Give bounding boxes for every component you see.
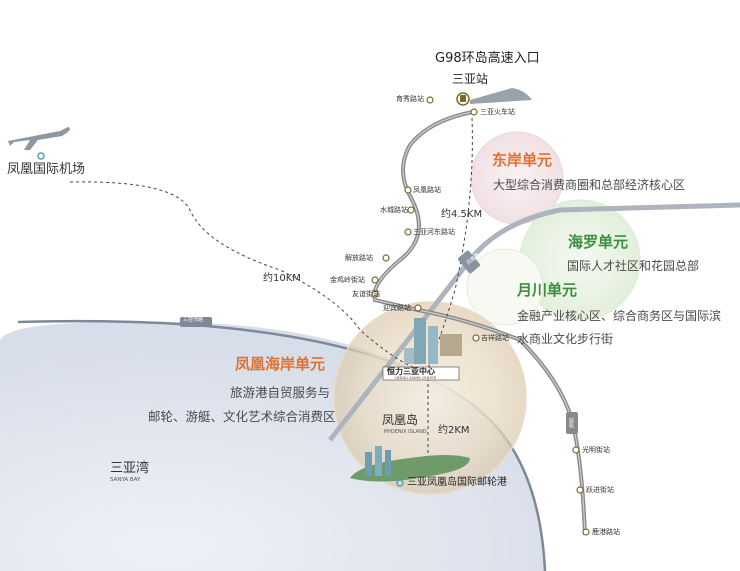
yuechuan-circle (466, 248, 544, 326)
yuechuan-title: 月川单元 (517, 281, 578, 299)
center-en: HENGLI SANYA CENTER (395, 376, 436, 380)
yuechuan-desc-2: 水商业文化步行街 (517, 332, 614, 346)
airport-pin-icon (37, 152, 45, 160)
yuechuan-desc-1: 金融产业核心区、综合商务区与国际滨 (517, 309, 722, 323)
sanya-station-label: 三亚站 (452, 72, 489, 86)
station-label: 解放路站 (345, 254, 373, 262)
distance-airport: 约10KM (263, 273, 301, 284)
fenghuang-desc-2: 邮轮、游艇、文化艺术综合消费区 (148, 409, 336, 424)
station-label: 鹿港路站 (592, 528, 620, 536)
station-label: 迎宾路站 (383, 304, 411, 312)
station-label: 育秀路站 (396, 95, 424, 103)
station-label: 水城路站 (380, 206, 408, 214)
island-en: PHOENIX ISLAND (384, 429, 427, 435)
airplane-icon (8, 127, 70, 150)
center-name: 恒力三亚中心 (387, 367, 435, 376)
rail-label: 轻轨 (568, 418, 574, 428)
fenghuang-desc-1: 旅游港自贸服务与 (230, 385, 331, 400)
station-label: 三亚火车站 (480, 108, 515, 116)
station-label: 凤凰路站 (413, 186, 441, 194)
distance-port: 约2KM (438, 425, 470, 436)
station-label: 三亚河东路站 (413, 228, 455, 236)
rail-label-box (458, 250, 480, 274)
center-building-icon (404, 318, 462, 364)
road-label-left: 三亚湾路 (183, 317, 204, 323)
haiuo-title: 海罗单元 (568, 233, 629, 251)
train-icon (470, 88, 532, 104)
station-dots (371, 96, 590, 536)
bay-name: 三亚湾 (110, 461, 150, 476)
port-pin-icon (396, 479, 404, 487)
route-airport (69, 181, 426, 373)
station-label: 友谊街站 (352, 290, 380, 298)
station-label: 吉祥路站 (481, 334, 509, 342)
center-label-box (382, 366, 460, 381)
station-label: 光明街站 (582, 446, 610, 454)
bay-en: SANYA BAY (110, 477, 141, 483)
port-name: 三亚凤凰岛国际邮轮港 (407, 477, 507, 488)
dongan-title: 东岸单元 (492, 151, 553, 169)
haiuo-desc: 国际人才社区和花园总部 (567, 259, 700, 273)
dongan-desc: 大型综合消费商圈和总部经济核心区 (493, 178, 686, 192)
station-label: 金鸡岭街站 (330, 276, 365, 284)
fenghuang-title: 凤凰海岸单元 (235, 355, 326, 373)
island-name: 凤凰岛 (382, 413, 419, 427)
highway-entrance-label: G98环岛高速入口 (435, 51, 540, 66)
distance-station: 约4.5KM (441, 209, 483, 220)
airport-label: 凤凰国际机场 (7, 162, 86, 177)
station-label: 跃进街站 (586, 486, 614, 494)
